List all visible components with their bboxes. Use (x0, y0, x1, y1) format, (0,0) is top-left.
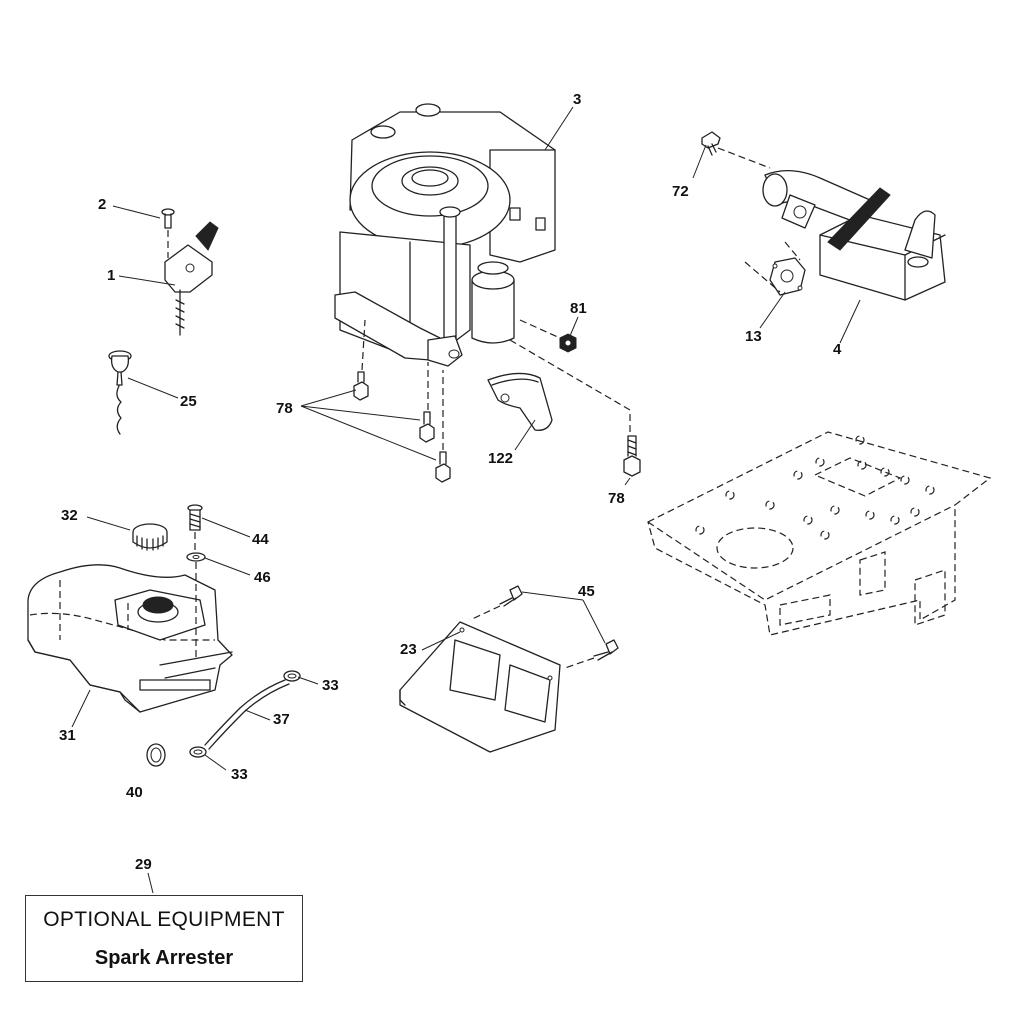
callout-46: 46 (254, 569, 271, 586)
callout-23: 23 (400, 641, 417, 658)
part-gasket[interactable] (744, 241, 806, 296)
callout-33-upper: 33 (322, 677, 339, 694)
part-bolt-78-b[interactable] (419, 362, 435, 443)
callout-122: 122 (488, 450, 513, 467)
part-chassis-frame (647, 431, 992, 636)
part-engine[interactable] (334, 103, 556, 367)
part-fuel-tank[interactable] (27, 564, 233, 713)
part-bolt-78-a[interactable] (353, 319, 369, 401)
callout-78-left: 78 (276, 400, 293, 417)
part-bolt-78-c[interactable] (435, 370, 451, 483)
part-screw-45-a[interactable] (469, 585, 523, 621)
part-bolt-72[interactable] (701, 131, 771, 169)
part-heat-shield-plate[interactable] (399, 621, 561, 753)
callout-4: 4 (833, 341, 842, 358)
part-throttle-control[interactable] (164, 221, 219, 336)
part-choke-cable[interactable] (108, 350, 132, 435)
spark-arrester-label[interactable]: Spark Arrester (94, 947, 234, 969)
callout-25: 25 (180, 393, 197, 410)
callout-32: 32 (61, 507, 78, 524)
optional-equipment-title: OPTIONAL EQUIPMENT (43, 908, 285, 931)
callout-3: 3 (573, 91, 581, 108)
part-nut[interactable] (519, 319, 577, 353)
part-screw-45-b[interactable] (564, 639, 619, 669)
part-clamp-33-upper[interactable] (283, 670, 301, 682)
callout-45: 45 (578, 583, 595, 600)
part-screw-44[interactable] (187, 504, 203, 552)
part-clamp-33-lower[interactable] (189, 746, 207, 758)
part-muffler[interactable] (762, 170, 946, 301)
callout-13: 13 (745, 328, 762, 345)
callout-33-lower: 33 (231, 766, 248, 783)
callout-81: 81 (570, 300, 587, 317)
callout-78-right: 78 (608, 490, 625, 507)
part-shield-122[interactable] (487, 372, 553, 431)
leader-lines (71, 106, 861, 894)
callout-2: 2 (98, 196, 106, 213)
part-fuel-line[interactable] (204, 679, 290, 750)
part-bolt-78-d[interactable] (509, 339, 641, 477)
callout-29: 29 (135, 856, 152, 873)
part-screw-2[interactable] (161, 208, 175, 258)
callout-31: 31 (59, 727, 76, 744)
callout-72: 72 (672, 183, 689, 200)
callout-44: 44 (252, 531, 269, 548)
part-washer[interactable] (186, 552, 206, 660)
callout-37: 37 (273, 711, 290, 728)
callout-1: 1 (107, 267, 115, 284)
part-fuel-cap[interactable] (132, 523, 168, 551)
callout-labels: 1 2 3 4 13 23 25 29 31 32 33 33 37 40 44… (59, 91, 842, 873)
optional-equipment-box: OPTIONAL EQUIPMENT Spark Arrester (25, 895, 303, 982)
callout-40: 40 (126, 784, 143, 801)
part-bushing[interactable] (146, 743, 166, 767)
